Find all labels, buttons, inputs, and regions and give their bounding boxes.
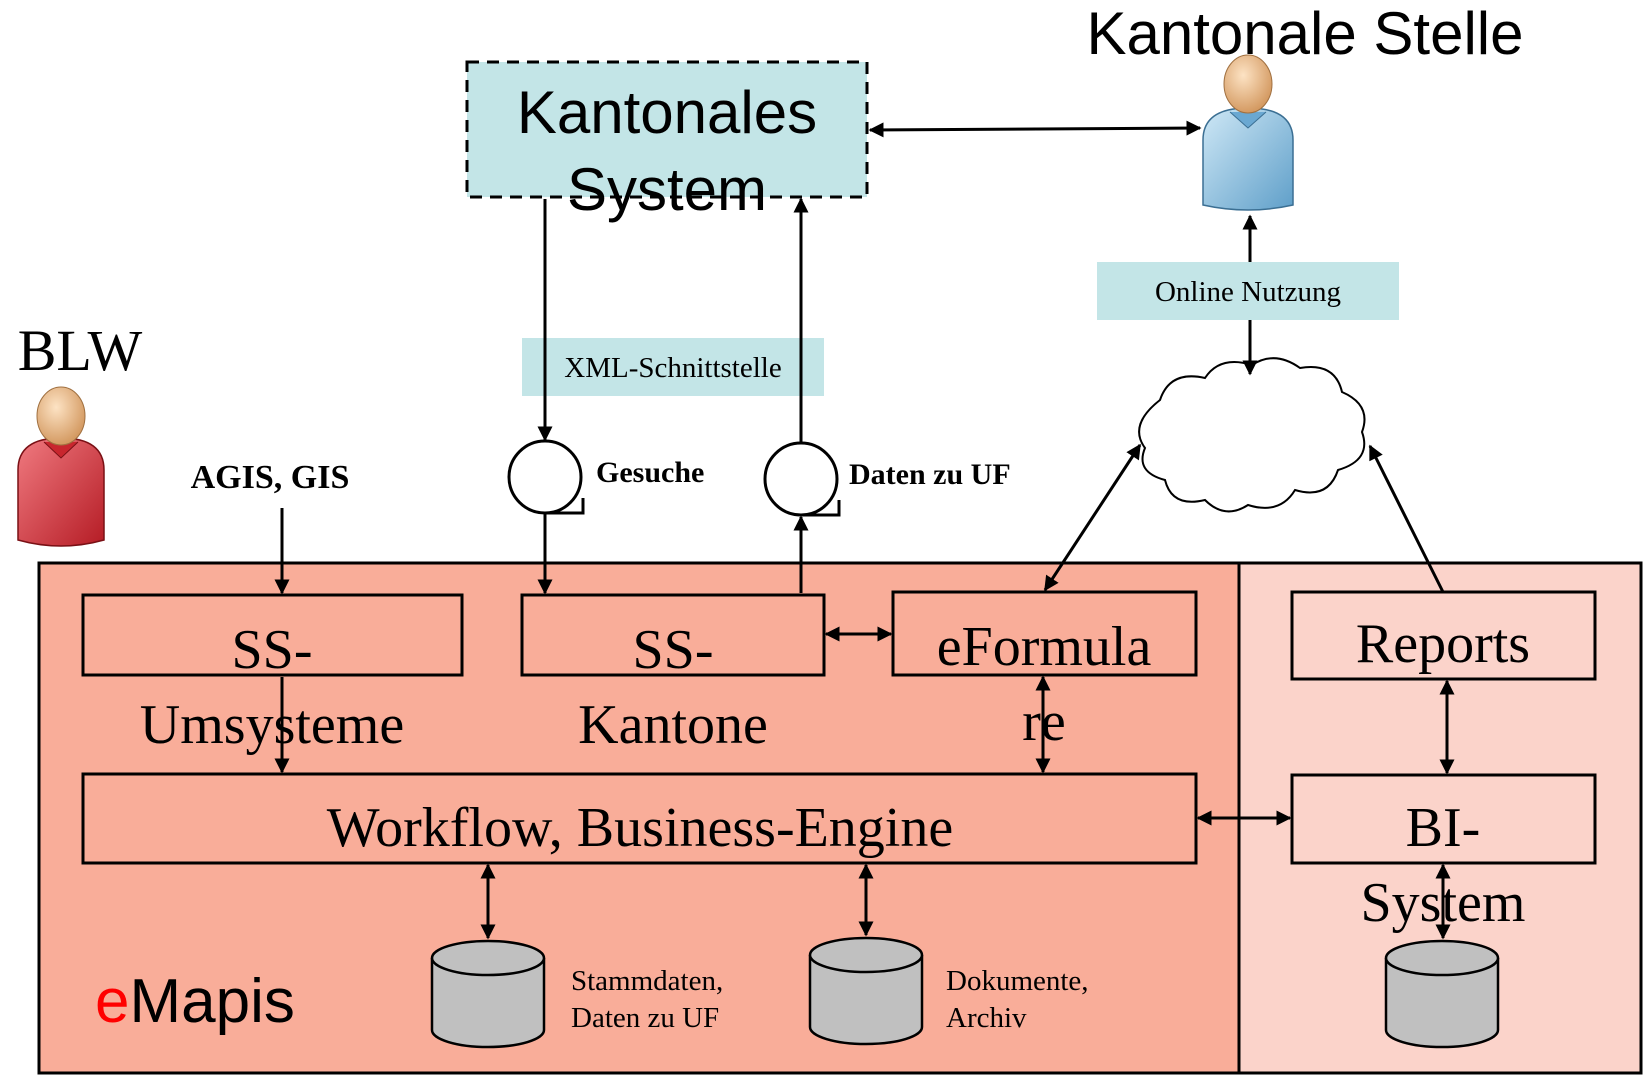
database-bi-icon [1384,939,1500,1049]
agis-gis-label: AGIS, GIS [191,459,350,496]
reports-box [1290,590,1597,681]
emapis-brand: eMapis [95,967,295,1036]
bi-system-box [1290,773,1597,865]
bi-system-label-1: BI- [1406,797,1481,859]
ss-umsysteme-label-1: SS- [232,619,313,681]
user-red-icon [17,386,105,547]
emapis-brand-prefix: e [95,967,129,1036]
kantonales-system-label-1: Kantonales [517,79,817,146]
queue-daten-uf-label: Daten zu UF [849,458,1011,491]
emapis-container [37,561,1241,1075]
database-dokumente-icon [808,936,924,1046]
kantonales-system-box [465,60,869,199]
ss-umsysteme-box [81,593,464,677]
blw-label: BLW [18,318,143,383]
arrow-system-stelle [868,120,1202,138]
online-interface-box [1097,262,1399,320]
ss-kantone-label-2: Kantone [578,694,768,756]
arrow-reports-cloud [1368,444,1445,593]
reports-label: Reports [1356,613,1530,675]
queue-gesuche-icon [507,439,585,515]
queue-gesuche-label: Gesuche [596,456,704,489]
connectors [274,120,1455,940]
ss-kantone-label-1: SS- [633,619,714,681]
ss-umsysteme-label-2: Umsysteme [140,694,404,756]
arrow-eformulare-cloud [1043,443,1142,592]
xml-interface-box [522,338,824,396]
database-stammdaten-icon [430,939,546,1049]
online-interface-label: Online Nutzung [1155,276,1341,308]
internet-cloud-icon [1138,357,1366,513]
xml-interface-label: XML-Schnittstelle [564,352,781,384]
kantonales-system-label-2: System [567,156,767,223]
eformulare-label-1: eFormula [937,616,1152,678]
dokumente-label-1: Dokumente, [946,965,1089,997]
user-blue-icon [1202,54,1294,211]
stammdaten-label-2: Daten zu UF [571,1002,719,1034]
workflow-box [81,772,1198,865]
dokumente-label-2: Archiv [946,1002,1027,1034]
stammdaten-label-1: Stammdaten, [571,965,723,997]
queue-daten-uf-icon [763,441,841,517]
kantonale-stelle-label: Kantonale Stelle [1087,0,1524,67]
eformulare-box [891,590,1198,677]
ss-kantone-box [520,593,826,677]
emapis-brand-name: Mapis [129,967,294,1036]
workflow-label: Workflow, Business-Engine [327,797,953,859]
